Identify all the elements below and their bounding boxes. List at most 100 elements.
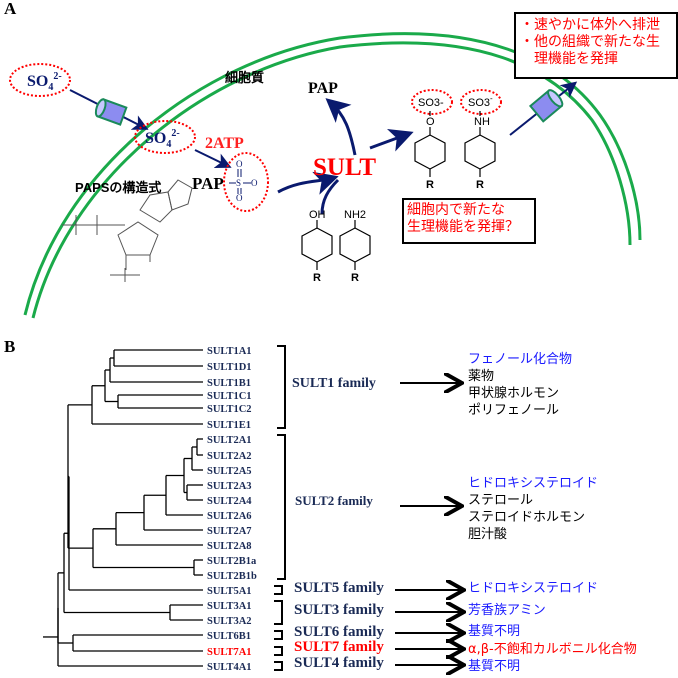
svg-text:O: O bbox=[236, 193, 243, 203]
svg-text:O: O bbox=[236, 159, 243, 169]
substrate-list-4: 芳香族アミン bbox=[468, 602, 546, 619]
tree-leaf-sult2a4: SULT2A4 bbox=[207, 496, 252, 507]
atp-label: 2ATP bbox=[205, 135, 244, 152]
tree-leaf-sult1c2: SULT1C2 bbox=[207, 404, 252, 415]
transporter-channel-right bbox=[528, 89, 564, 123]
product-r-label-2: R bbox=[476, 179, 484, 191]
sulfate-inside: SO42- bbox=[145, 128, 180, 150]
intracellular-fate-line-1: 細胞内で新たな bbox=[407, 202, 505, 218]
export-fate-line-3: 理機能を発揮 bbox=[520, 51, 618, 67]
activation-arrow bbox=[194, 149, 232, 168]
family-bracket bbox=[274, 600, 283, 625]
export-fate-line-2: ・他の組織で新たな生 bbox=[520, 34, 660, 50]
tree-leaf-sult2b1b: SULT2B1b bbox=[207, 571, 257, 582]
family-label-7: SULT4 family bbox=[294, 655, 384, 671]
family-bracket bbox=[277, 434, 286, 580]
tree-leaf-sult1b1: SULT1B1 bbox=[207, 378, 251, 389]
family-arrows bbox=[395, 383, 462, 665]
sult-label: SULT bbox=[313, 154, 376, 181]
family-label-2: SULT2 family bbox=[295, 493, 373, 508]
substrate-item: 胆汁酸 bbox=[468, 527, 508, 542]
tree-leaf-sult2a5: SULT2A5 bbox=[207, 466, 252, 477]
paps-structure-title: PAPSの構造式 bbox=[75, 180, 161, 195]
phenyl-sulfate-product bbox=[414, 111, 446, 177]
family-label-3: SULT5 family bbox=[294, 580, 384, 596]
tree-leaf-sult4a1: SULT4A1 bbox=[207, 662, 252, 673]
sulfate-outside-circle bbox=[9, 63, 71, 97]
substrate-list-2: ヒドロキシステロイドステロールステロイドホルモン胆汁酸 bbox=[468, 475, 598, 543]
substrate-list-3: ヒドロキシステロイド bbox=[468, 580, 598, 597]
tree-leaf-sult2a6: SULT2A6 bbox=[207, 511, 252, 522]
substrate-list-6: α,β-不飽和カルボニル化合物 bbox=[468, 641, 637, 658]
substrate-item: 薬物 bbox=[468, 369, 495, 384]
paps-sulfo-group: O S O O bbox=[229, 159, 258, 203]
sulfate-inside-circle bbox=[134, 120, 196, 154]
substrate-item: フェノール化合物 bbox=[468, 352, 573, 367]
tree-leaf-sult6b1: SULT6B1 bbox=[207, 631, 251, 642]
export-fate-box: ・速やかに体外へ排泄 ・他の組織で新たな生 理機能を発揮 bbox=[514, 12, 678, 79]
tree-leaf-sult3a2: SULT3A2 bbox=[207, 616, 252, 627]
tree-leaf-labels: SULT1A1SULT1D1SULT1B1SULT1C1SULT1C2SULT1… bbox=[207, 346, 257, 673]
phenol-substrate bbox=[301, 220, 333, 270]
aniline-r-label: R bbox=[351, 272, 359, 284]
substrate-to-sult-arrow bbox=[320, 178, 340, 215]
tree-leaf-sult2a7: SULT2A7 bbox=[207, 526, 252, 537]
substrate-item: α,β-不飽和カルボニル化合物 bbox=[468, 642, 637, 657]
tree-leaf-sult2a1: SULT2A1 bbox=[207, 435, 252, 446]
family-label-6: SULT7 family bbox=[294, 639, 384, 655]
product-o-label: O bbox=[426, 116, 435, 128]
cytoplasm-label: 細胞質 bbox=[225, 70, 264, 85]
intracellular-fate-box: 細胞内で新たな 生理機能を発揮？ bbox=[402, 198, 536, 244]
family-bracket bbox=[274, 646, 283, 656]
export-fate-line-1: ・速やかに体外へ排泄 bbox=[520, 17, 660, 33]
product-sulfo-circle-1 bbox=[411, 89, 453, 115]
tree-leaf-sult7a1: SULT7A1 bbox=[207, 647, 252, 658]
tree-leaf-sult1c1: SULT1C1 bbox=[207, 391, 252, 402]
product-nh-label: NH bbox=[474, 116, 490, 128]
family-bracket bbox=[274, 661, 283, 671]
substrate-item: ステロール bbox=[468, 493, 534, 508]
tree-leaf-sult2a8: SULT2A8 bbox=[207, 541, 252, 552]
substrate-list-5: 基質不明 bbox=[468, 623, 520, 640]
substrate-item: ヒドロキシステロイド bbox=[468, 476, 599, 491]
phenol-oh-label: OH bbox=[309, 209, 326, 221]
product-r-label-1: R bbox=[426, 179, 434, 191]
substrate-item: 基質不明 bbox=[468, 624, 521, 639]
svg-text:O: O bbox=[251, 178, 258, 188]
family-label-5: SULT6 family bbox=[294, 624, 384, 640]
sulfamate-product bbox=[464, 111, 496, 177]
product-so3-1: SO3- bbox=[418, 97, 444, 109]
aniline-nh2-label: NH2 bbox=[344, 209, 366, 221]
substrate-item: 芳香族アミン bbox=[468, 603, 546, 618]
substrate-list-7: 基質不明 bbox=[468, 658, 520, 675]
sult-to-products-arrow bbox=[369, 128, 414, 152]
product-so3-2: SO3- bbox=[468, 94, 493, 109]
family-bracket bbox=[274, 585, 283, 595]
tree-leaf-sult2b1a: SULT2B1a bbox=[207, 556, 257, 567]
tree-leaf-sult1a1: SULT1A1 bbox=[207, 346, 252, 357]
panel-a-label: A bbox=[4, 0, 17, 18]
paps-structure-drawing bbox=[62, 179, 193, 282]
transporter-channel-left bbox=[94, 98, 128, 126]
svg-text:S: S bbox=[236, 178, 241, 188]
intracellular-fate-line-2: 生理機能を発揮？ bbox=[407, 219, 519, 235]
substrate-item: 基質不明 bbox=[468, 659, 521, 674]
paps-sulfo-circle bbox=[223, 152, 269, 212]
tree-leaf-sult2a2: SULT2A2 bbox=[207, 451, 252, 462]
phylogenetic-tree bbox=[43, 349, 203, 667]
tree-leaf-sult1e1: SULT1E1 bbox=[207, 420, 251, 431]
family-bracket bbox=[277, 345, 286, 429]
paps-to-sult-arrow bbox=[277, 171, 339, 195]
tree-leaf-sult2a3: SULT2A3 bbox=[207, 481, 252, 492]
family-label-1: SULT1 family bbox=[292, 376, 376, 391]
tree-leaf-sult3a1: SULT3A1 bbox=[207, 601, 252, 612]
phenol-r-label: R bbox=[313, 272, 321, 284]
family-label-4: SULT3 family bbox=[294, 602, 384, 618]
panel-b-label: B bbox=[4, 337, 15, 356]
sult-to-pap-arrow bbox=[325, 98, 357, 156]
aniline-substrate bbox=[339, 220, 371, 270]
substrate-item: ポリフェノール bbox=[468, 403, 560, 418]
family-bracket bbox=[274, 630, 283, 640]
